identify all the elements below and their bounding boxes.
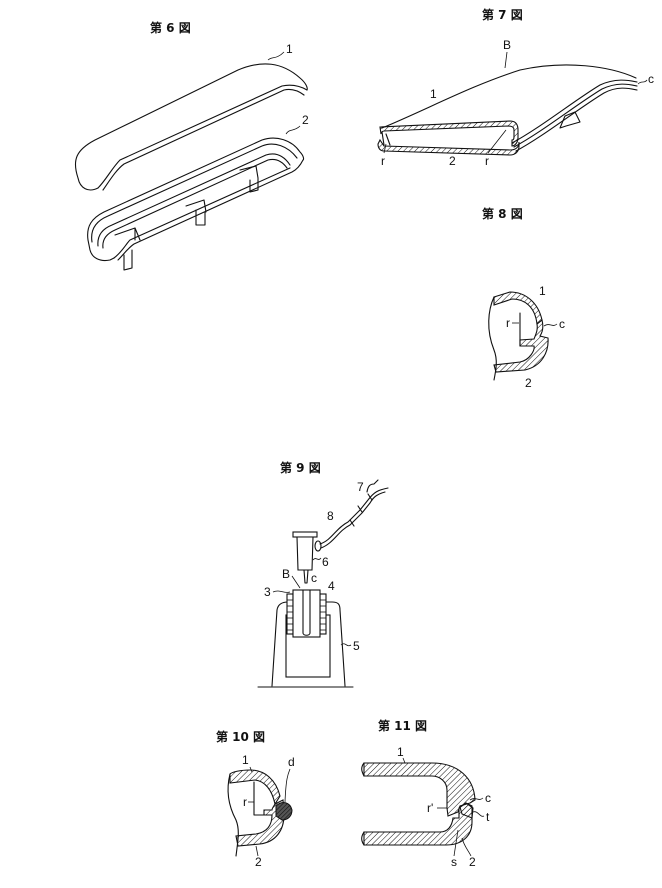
fig6-label-lid: 1 [286, 42, 293, 56]
figure-11-title: 第 11 図 [378, 718, 427, 733]
frame-part-2 [88, 138, 304, 270]
fig9-label-nozzle: 6 [322, 555, 329, 569]
fig9-label-jig-left: 3 [264, 585, 271, 599]
fig11-label-lid: 1 [397, 745, 404, 759]
fig6-label-frame: 2 [302, 113, 309, 127]
figure-10-title: 第 10 図 [216, 729, 265, 744]
fig8-label-lid: 1 [539, 284, 546, 298]
fig11-label-edge: c [485, 791, 491, 805]
fig9-label-line: 7 [357, 480, 364, 494]
fig10-label-base: 2 [255, 855, 262, 869]
fig11-label-base: 2 [469, 855, 476, 869]
fig7-label-rib-right: r [485, 154, 489, 168]
fig7-label-base: 2 [449, 154, 456, 168]
figure-8: 第 8 図 1 r c 2 [482, 206, 565, 390]
fig11-label-rib: r' [427, 801, 433, 815]
fig7-label-edge: c [648, 72, 654, 86]
fig10-label-lid: 1 [242, 753, 249, 767]
figure-11: 第 11 図 1 c r' t s 2 [362, 718, 491, 869]
figure-9-title: 第 9 図 [280, 460, 321, 475]
figure-6: 第 6 図 1 2 [75, 20, 309, 270]
fig10-label-bead: d [288, 755, 295, 769]
figure-9: 第 9 図 7 8 6 B c 3 4 5 [258, 460, 388, 687]
fig8-label-edge: c [559, 317, 565, 331]
figure-8-title: 第 8 図 [482, 206, 523, 221]
fig7-label-rib-left: r [381, 154, 385, 168]
figure-6-title: 第 6 図 [150, 20, 191, 35]
fig11-label-step: s [451, 855, 457, 869]
fig9-label-assembly: B [282, 567, 290, 581]
figure-7: 第 7 図 B 1 c r 2 r [378, 7, 654, 168]
fig9-label-stand: 5 [353, 639, 360, 653]
fig7-label-assembly: B [503, 38, 511, 52]
fig11-label-tongue: t [486, 810, 490, 824]
fig10-label-rib: r [243, 795, 247, 809]
fig9-label-edge: c [311, 571, 317, 585]
lid-part-1 [75, 64, 307, 190]
fig9-label-hose: 8 [327, 509, 334, 523]
fig8-label-base: 2 [525, 376, 532, 390]
figure-7-title: 第 7 図 [482, 7, 523, 22]
fig7-label-lid: 1 [430, 87, 437, 101]
fig9-label-jig-right: 4 [328, 579, 335, 593]
figure-10: 第 10 図 1 r d 2 [216, 729, 295, 869]
fig8-label-rib: r [506, 316, 510, 330]
